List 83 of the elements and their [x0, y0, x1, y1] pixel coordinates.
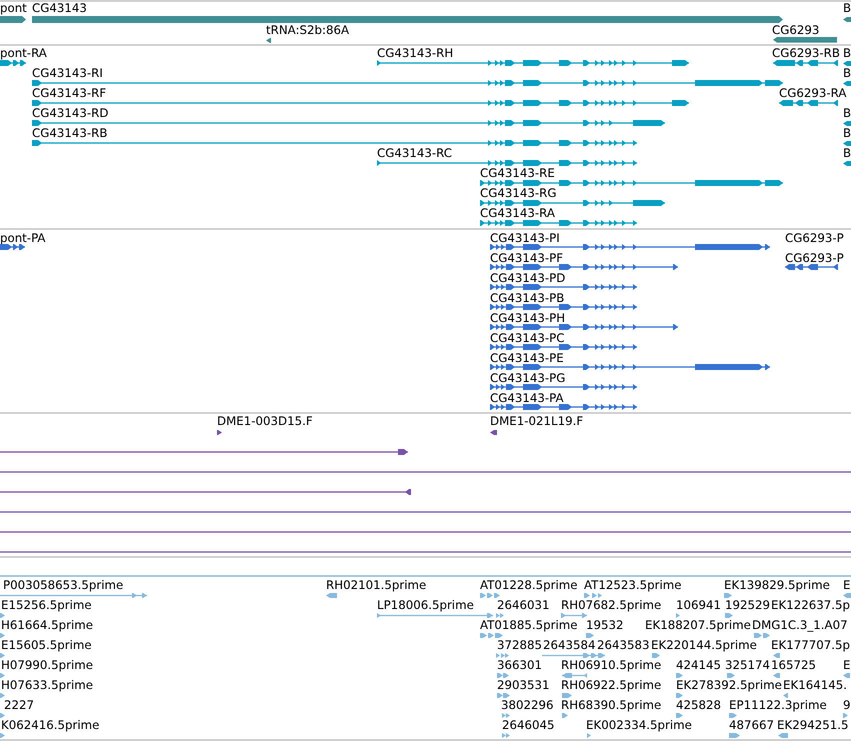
- feature-label: B: [843, 147, 851, 159]
- feature-label: CG43143-RC: [377, 147, 452, 159]
- feature-label: 106941: [676, 599, 722, 611]
- feature-label: 2643584: [543, 639, 596, 651]
- feature-label: 3802296: [501, 699, 554, 711]
- feature-label: 19532: [586, 619, 624, 631]
- feature-label: 165725: [771, 659, 816, 671]
- feature-label: pont-PA: [0, 232, 46, 244]
- feature-label: CG43143-PC: [490, 332, 565, 344]
- feature-label: CG43143-PE: [490, 352, 564, 364]
- feature-label: CG43143-PF: [490, 252, 564, 264]
- feature-label: pont: [0, 2, 27, 14]
- feature-label: AT12523.5prime: [584, 579, 682, 591]
- feature-label: DMG1C.3_1.A07: [752, 619, 848, 631]
- feature-label: EK177707.5p: [771, 639, 850, 651]
- feature-label: EK278392.5prime: [676, 679, 782, 691]
- feature-label: CG43143-RI: [32, 67, 103, 79]
- feature-label: E15605.5prime: [1, 639, 92, 651]
- feature-label: E: [843, 659, 850, 671]
- feature-label: B: [843, 2, 851, 14]
- feature-label: RH68390.5prime: [561, 699, 662, 711]
- feature-label: B: [843, 107, 851, 119]
- feature-label: CG43143-RB: [32, 127, 108, 139]
- feature-label: EP11122.3prime: [729, 699, 827, 711]
- feature-label: CG43143-PI: [490, 232, 560, 244]
- feature-label: 9: [843, 699, 851, 711]
- feature-label: CG43143-RD: [32, 107, 108, 119]
- feature-label: RH02101.5prime: [326, 579, 426, 591]
- feature-label: 372885: [497, 639, 542, 651]
- feature-label: EK002334.5prime: [586, 719, 692, 731]
- feature-label: AT01228.5prime: [480, 579, 578, 591]
- feature-label: CG43143-RG: [480, 187, 557, 199]
- feature-label: CG6293-P: [785, 252, 844, 264]
- feature-label: DME1-003D15.F: [217, 415, 313, 427]
- feature-label: LP18006.5prime: [377, 599, 474, 611]
- feature-label: 2643583: [597, 639, 650, 651]
- feature-label: EK122637.5p: [771, 599, 850, 611]
- feature-label: tRNA:S2b:86A: [266, 24, 350, 36]
- feature-label: CG43143: [32, 2, 87, 14]
- feature-label: CG6293-RA: [779, 87, 846, 99]
- feature-label: E15256.5prime: [1, 599, 92, 611]
- feature-label: EK188207.5prime: [645, 619, 751, 631]
- feature-label: 2227: [4, 699, 34, 711]
- feature-label: 487667: [729, 719, 774, 731]
- feature-label: 192529: [725, 599, 770, 611]
- feature-label: CG43143-PH: [490, 312, 566, 324]
- feature-label: P003058653.5prime: [3, 579, 124, 591]
- feature-label: H07633.5prime: [1, 679, 94, 691]
- feature-label: CG43143-RF: [32, 87, 106, 99]
- feature-label: 366301: [497, 659, 542, 671]
- feature-label: EK294251.5: [777, 719, 848, 731]
- feature-label: B: [843, 47, 851, 59]
- feature-label: CG6293: [772, 24, 820, 36]
- feature-label: CG43143-PB: [490, 292, 564, 304]
- feature-label: E: [843, 579, 850, 591]
- feature-label: 425828: [676, 699, 722, 711]
- feature-label: CG43143-PG: [490, 372, 566, 384]
- feature-label: RH07682.5prime: [561, 599, 662, 611]
- feature-label: 2646045: [502, 719, 555, 731]
- feature-label: EK164145.: [783, 679, 847, 691]
- feature-label: CG43143-PA: [490, 392, 564, 404]
- feature-label: RH06922.5prime: [561, 679, 662, 691]
- feature-label: CG6293-RB: [772, 47, 840, 59]
- feature-label: B: [843, 67, 851, 79]
- feature-label: H61664.5prime: [1, 619, 94, 631]
- feature-label: H07990.5prime: [1, 659, 94, 671]
- feature-label: CG43143-RH: [377, 47, 454, 59]
- feature-label: EK220144.5prime: [651, 639, 757, 651]
- feature-label: CG43143-PD: [490, 272, 566, 284]
- feature-label: 325174: [725, 659, 770, 671]
- feature-label: 2646031: [497, 599, 550, 611]
- feature-label: B: [843, 127, 851, 139]
- feature-label: K062416.5prime: [1, 719, 100, 731]
- feature-label: DME1-021L19.F: [490, 415, 584, 427]
- feature-label: EK139829.5prime: [724, 579, 830, 591]
- feature-label: RH06910.5prime: [561, 659, 662, 671]
- feature-label: 2903531: [497, 679, 550, 691]
- feature-label: CG6293-P: [785, 232, 844, 244]
- feature-label: CG43143-RE: [480, 167, 555, 179]
- feature-label: AT01885.5prime: [480, 619, 578, 631]
- feature-label: CG43143-RA: [480, 207, 555, 219]
- feature-label: pont-RA: [0, 47, 47, 59]
- feature-label: 424145: [676, 659, 722, 671]
